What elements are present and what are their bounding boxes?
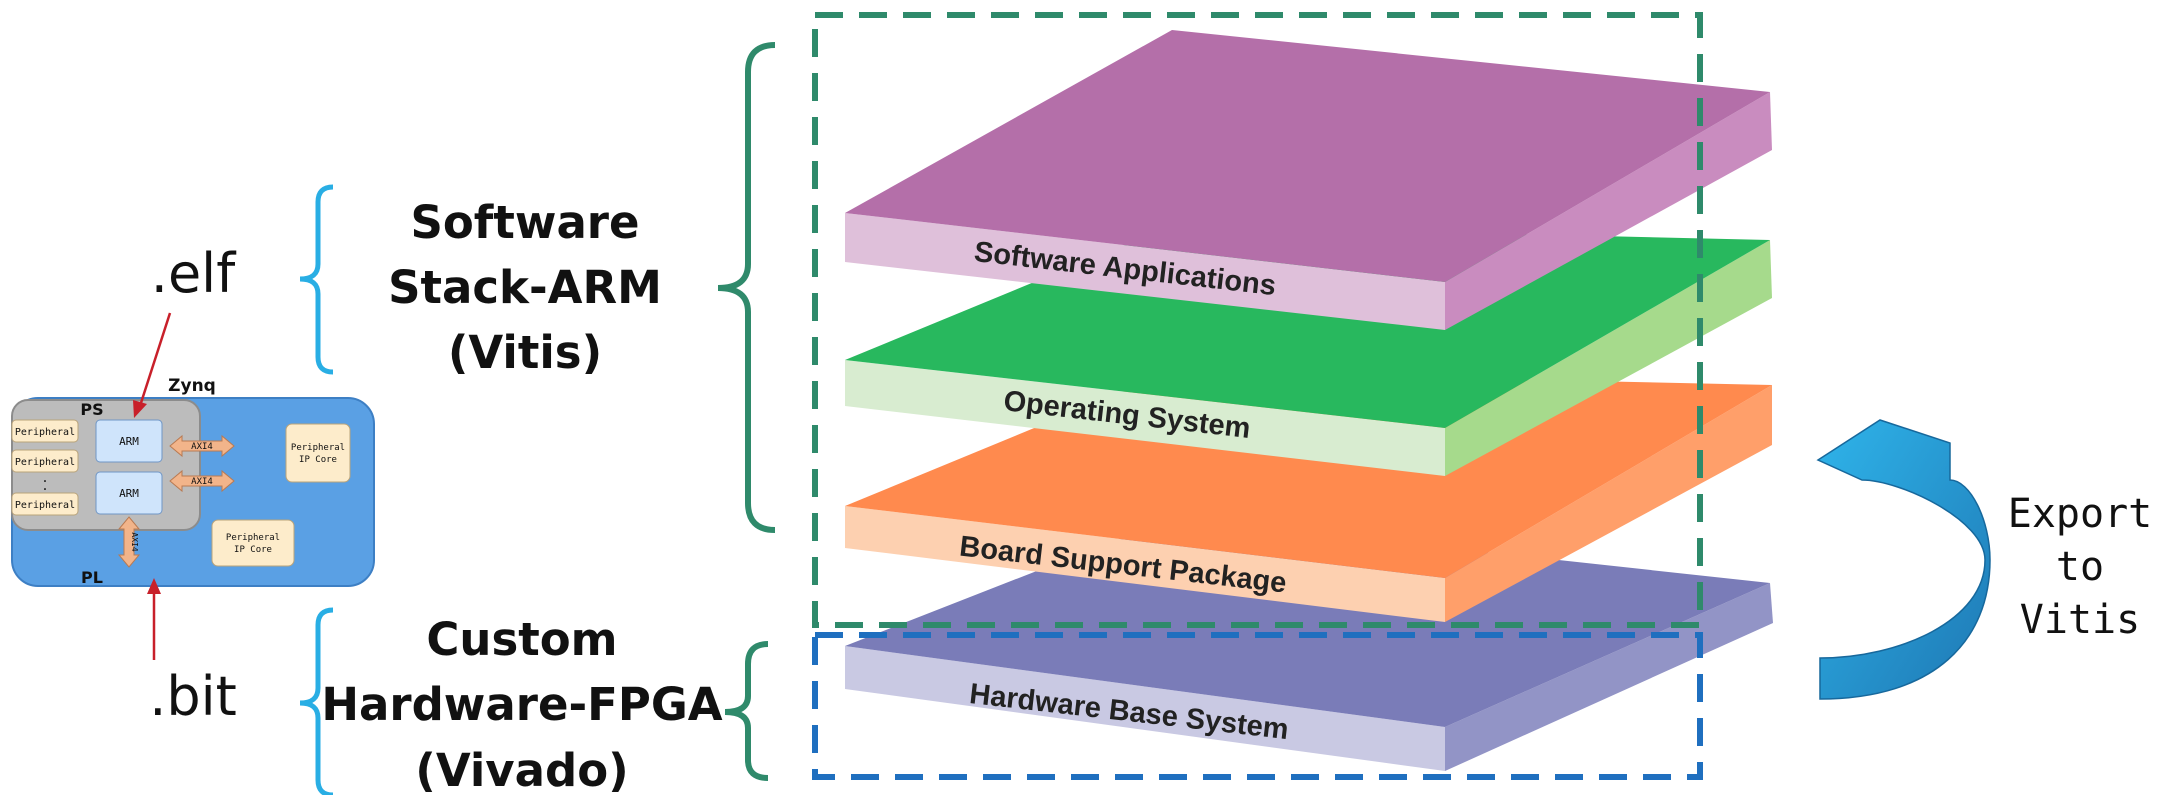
axi-label: AXI4 <box>191 477 213 487</box>
software-group-label: Software <box>410 196 639 249</box>
zynq-block: Zynq PS PL Peripheral Peripheral . . Per… <box>11 376 375 587</box>
layer-software-applications: Software Applications <box>845 30 1772 330</box>
layer-side <box>1445 240 1772 476</box>
hardware-group-label: (Vivado) <box>415 744 628 795</box>
axi-arrow <box>169 434 235 458</box>
peripheral-label: Peripheral <box>15 500 75 511</box>
axi-arrow <box>169 469 235 493</box>
hardware-brace <box>724 641 769 781</box>
arm-label: ARM <box>119 435 139 448</box>
axi-arrow <box>117 516 141 568</box>
left-brace-top <box>299 184 334 375</box>
peripheral-ellipsis: . <box>41 471 48 485</box>
hardware-group-label: Hardware-FPGA <box>321 678 722 731</box>
layer-side <box>1445 92 1772 330</box>
ps-label: PS <box>80 400 103 419</box>
peripheral-box <box>11 449 79 473</box>
software-group-label: Stack-ARM <box>388 261 662 314</box>
hardware-group-label: Custom <box>426 613 617 666</box>
software-group-label: (Vitis) <box>448 326 602 379</box>
ip-core-label: IP Core <box>299 455 337 465</box>
export-arrow <box>1816 419 1991 700</box>
peripheral-box <box>11 492 79 516</box>
ip-core <box>285 423 351 483</box>
software-brace <box>717 42 776 533</box>
layer-front <box>845 646 1445 771</box>
peripheral-ellipsis: . <box>41 479 48 493</box>
layer-top <box>845 30 1770 282</box>
layer-side <box>1445 583 1773 771</box>
ip-core-label: IP Core <box>234 545 272 555</box>
layer-front <box>845 506 1445 622</box>
arm-core <box>95 419 163 463</box>
export-arrow-shape <box>1816 419 1991 700</box>
zynq-title: Zynq <box>168 376 216 396</box>
software-dashed-box <box>812 12 1703 628</box>
bit-arrow <box>147 578 161 660</box>
arm-core <box>95 471 163 515</box>
ip-core-label: Peripheral <box>226 533 280 543</box>
layer-front <box>845 213 1445 330</box>
axi-label: AXI4 <box>130 532 139 551</box>
elf-label: .elf <box>151 242 237 305</box>
layer-front <box>845 360 1445 476</box>
export-arrow-label: Vitis <box>2020 597 2140 643</box>
ip-core <box>211 519 295 567</box>
pl-label: PL <box>81 568 103 587</box>
peripheral-box <box>11 419 79 443</box>
export-arrow-label: Export <box>2008 491 2153 537</box>
elf-arrow <box>133 312 172 418</box>
axi-label: AXI4 <box>191 442 213 452</box>
layer-side <box>1445 385 1772 622</box>
left-brace-bottom <box>299 607 334 795</box>
bit-label: .bit <box>149 665 237 728</box>
export-arrow-label: to <box>2056 544 2104 590</box>
ip-core-label: Peripheral <box>291 443 345 453</box>
peripheral-label: Peripheral <box>15 427 75 438</box>
peripheral-label: Peripheral <box>15 457 75 468</box>
arm-label: ARM <box>119 487 139 500</box>
hardware-dashed-box <box>812 632 1703 780</box>
